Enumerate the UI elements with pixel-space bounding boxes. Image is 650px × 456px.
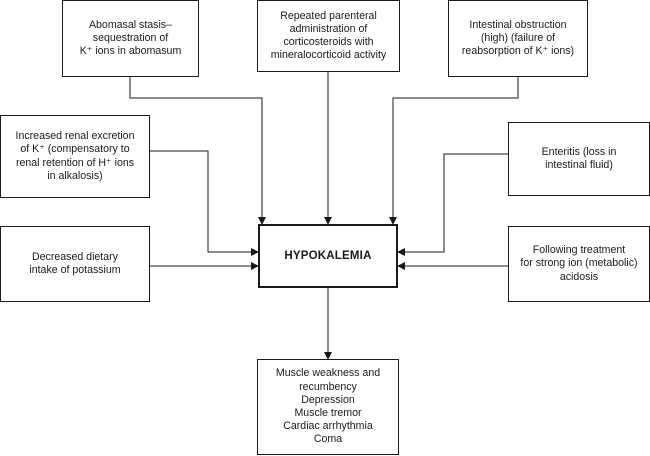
cause-corticosteroids-text: Repeated parenteral administration of co… (270, 9, 387, 62)
arrow-enteritis-to-center (397, 153, 508, 256)
cause-dietary-intake-text: Decreased dietary intake of potassium (29, 250, 121, 276)
cause-renal-excretion: Increased renal excretion of K⁺ (compens… (0, 115, 150, 198)
cause-dietary-intake: Decreased dietary intake of potassium (0, 226, 150, 302)
cause-acidosis-treatment-text: Following treatment for strong ion (meta… (520, 244, 638, 283)
cause-corticosteroids: Repeated parenteral administration of co… (257, 0, 400, 72)
hypokalemia-label: HYPOKALEMIA (284, 250, 372, 262)
effects-box: Muscle weakness and recumbency Depressio… (257, 359, 399, 455)
cause-intestinal-obstruction: Intestinal obstruction (high) (failure o… (448, 0, 588, 77)
effects-text: Muscle weakness and recumbency Depressio… (275, 367, 381, 446)
cause-intestinal-obstruction-text: Intestinal obstruction (high) (failure o… (461, 18, 575, 58)
arrow-abomasal-to-center (129, 77, 266, 225)
cause-renal-excretion-text: Increased renal excretion of K⁺ (compens… (15, 130, 135, 182)
cause-abomasal-stasis-text: Abomasal stasis– sequestration of K⁺ ion… (79, 18, 182, 58)
cause-abomasal-stasis: Abomasal stasis– sequestration of K⁺ ion… (62, 0, 199, 77)
cause-enteritis: Enteritis (loss in intestinal fluid) (508, 122, 650, 196)
arrow-obstruction-to-center (389, 77, 519, 225)
arrow-renal-to-center (150, 150, 259, 256)
cause-acidosis-treatment: Following treatment for strong ion (meta… (508, 226, 650, 302)
hypokalemia-box: HYPOKALEMIA (258, 224, 398, 288)
cause-enteritis-text: Enteritis (loss in intestinal fluid) (541, 145, 617, 171)
